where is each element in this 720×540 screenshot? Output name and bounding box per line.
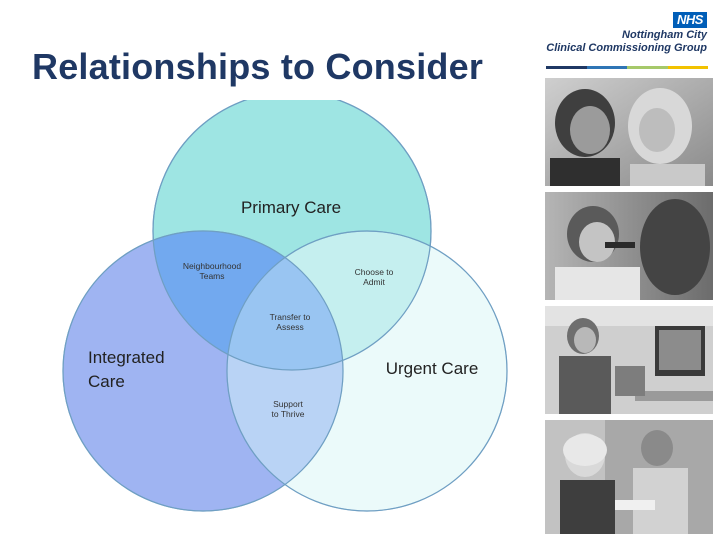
label-integrated-care-line1: Integrated (88, 348, 165, 367)
org-name-line2: Clinical Commissioning Group (546, 42, 707, 54)
staff-at-computer-photo (545, 306, 713, 414)
rule-segment-blue (586, 66, 627, 69)
label-neighbourhood-teams-line2: Teams (199, 271, 224, 281)
outline-integrated (62, 230, 344, 512)
label-support-to-thrive-line2: to Thrive (272, 409, 305, 419)
nhs-badge: NHS (673, 12, 707, 28)
label-primary-care: Primary Care (241, 198, 341, 217)
venn-diagram: Primary Care Integrated Care Urgent Care… (62, 100, 508, 512)
rule-segment-green (627, 66, 668, 69)
label-support-to-thrive-line1: Support (273, 399, 303, 409)
photo-strip (545, 78, 713, 534)
label-neighbourhood-teams-line1: Neighbourhood (183, 261, 241, 271)
clinician-examining-ear-photo (545, 78, 713, 186)
label-transfer-to-assess-line2: Assess (276, 322, 303, 332)
nhs-logo: NHS Nottingham City Clinical Commissioni… (540, 8, 712, 74)
label-transfer-to-assess-line1: Transfer to (270, 312, 311, 322)
outline-urgent (226, 230, 508, 512)
logo-color-rule (546, 66, 708, 69)
label-urgent-care: Urgent Care (386, 359, 479, 378)
label-choose-to-admit-line2: Admit (363, 277, 385, 287)
rule-segment-yellow (667, 66, 708, 69)
rule-segment-navy (546, 66, 587, 69)
patient-and-nurse-photo (545, 420, 713, 534)
org-name-line1: Nottingham City (622, 29, 707, 41)
label-integrated-care-line2: Care (88, 372, 125, 391)
label-choose-to-admit-line1: Choose to (355, 267, 394, 277)
slide-title: Relationships to Consider (32, 46, 484, 87)
clinician-with-otoscope-photo (545, 192, 713, 300)
outline-primary (152, 100, 432, 371)
overlap-transfer-to-assess (227, 231, 343, 370)
